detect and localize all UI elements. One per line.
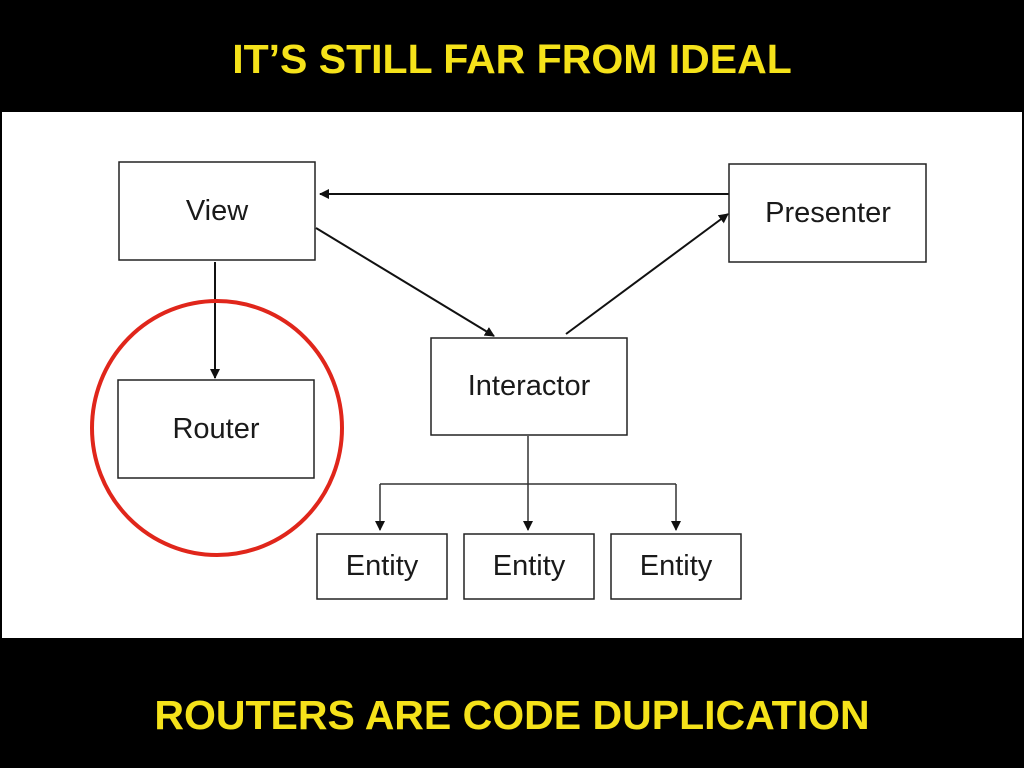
- entity-3-label: Entity: [640, 550, 713, 582]
- router-box: Router: [117, 379, 315, 479]
- interactor-box: Interactor: [430, 337, 628, 436]
- presenter-label: Presenter: [765, 197, 891, 229]
- entity-1-label: Entity: [346, 550, 419, 582]
- entity-box-3: Entity: [610, 533, 742, 600]
- view-box: View: [118, 161, 316, 261]
- router-label: Router: [172, 413, 259, 445]
- presenter-box: Presenter: [728, 163, 927, 263]
- entity-2-label: Entity: [493, 550, 566, 582]
- slide-title: IT’S STILL FAR FROM IDEAL: [232, 36, 792, 82]
- diagram-panel: View Presenter Interactor Router Entity: [2, 112, 1022, 638]
- arrow-view-to-interactor: [315, 227, 495, 337]
- arrow-interactor-to-presenter: [565, 213, 729, 335]
- interactor-label: Interactor: [468, 370, 591, 402]
- entity-box-2: Entity: [463, 533, 595, 600]
- router-highlight-circle: [90, 299, 344, 557]
- entity-box-1: Entity: [316, 533, 448, 600]
- slide-subtitle: ROUTERS ARE CODE DUPLICATION: [154, 692, 870, 738]
- view-label: View: [186, 195, 249, 227]
- viper-diagram: View Presenter Interactor Router Entity: [90, 161, 927, 600]
